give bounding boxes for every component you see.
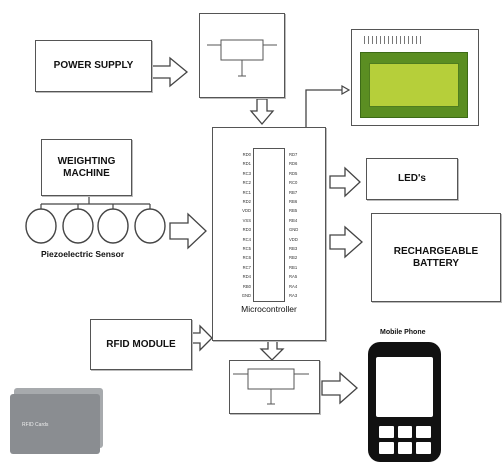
mcu-pin-label: RB6: [289, 199, 298, 204]
phone-keypad: [379, 426, 431, 454]
regulator-down-arrow: [249, 98, 275, 126]
battery-block: RECHARGEABLE BATTERY: [371, 213, 501, 302]
piezo-sensor-1: [25, 208, 57, 244]
mcu-pin-label: RD7: [289, 152, 298, 157]
mcu-pin-label: VDD: [242, 208, 251, 214]
phone-key: [397, 442, 413, 454]
rfid-module-label: RFID MODULE: [106, 338, 176, 350]
regulator-top-block: [199, 13, 285, 98]
regulator-bottom-schematic: [233, 368, 309, 405]
mcu-pin-label: RD6: [289, 161, 298, 167]
mcu-pin-label: RC3: [242, 170, 251, 176]
lcd-screen: [369, 63, 459, 107]
mcu-pin-label: RA4: [289, 283, 298, 289]
mcu-pin-label: RC6: [242, 255, 251, 261]
rfid-card-front: RFID Cards: [10, 394, 100, 454]
mobile-phone-label: Mobile Phone: [380, 329, 426, 336]
mcu-pin-label: RD1: [242, 161, 251, 167]
mcu-chip: [253, 148, 285, 302]
mcu-pin-label: RC0: [289, 180, 298, 186]
mcu-pin-label: RD3: [242, 227, 251, 233]
mcu-pin-label: RC1: [242, 189, 251, 195]
leds-label: LED's: [398, 173, 426, 185]
weighting-machine-block: WEIGHTING MACHINE: [41, 139, 132, 196]
phone-key: [416, 426, 431, 438]
piezo-arrow: [169, 212, 207, 250]
battery-label-line1: RECHARGEABLE: [393, 246, 479, 257]
mcu-pin-label: RD2: [242, 199, 251, 204]
power-supply-label: POWER SUPPLY: [53, 60, 134, 72]
mcu-pin-label: RD0: [242, 152, 251, 157]
mcu-pin-label: RB3: [289, 246, 298, 251]
mcu-pin-label: RD5: [289, 170, 298, 176]
lcd-arrow: [341, 84, 351, 96]
battery-arrow: [329, 225, 363, 259]
regulator-top-schematic: [207, 39, 277, 77]
bottom-down-arrow: [259, 340, 285, 361]
lcd-display: [351, 29, 479, 126]
mcu-pin-label: GND: [289, 227, 299, 233]
mcu-pin-label: RB7: [289, 189, 298, 195]
power-supply-block: POWER SUPPLY: [35, 40, 152, 92]
mcu-pin-label: RB4: [289, 217, 298, 223]
piezo-sensor-label: Piezoelectric Sensor: [41, 249, 125, 259]
mcu-pin-label: VDD: [289, 236, 298, 242]
regulator-bottom-block: [229, 360, 320, 414]
piezo-sensor-4: [134, 208, 166, 244]
mcu-pin-label: RD4: [242, 274, 251, 280]
mcu-pin-label: RC4: [242, 236, 251, 242]
mobile-phone: [368, 342, 441, 462]
piezo-sensor-2: [62, 208, 94, 244]
rfid-cards-label: RFID Cards: [22, 422, 49, 428]
mcu-pin-label: RA5: [289, 274, 298, 280]
mcu-pin-label: VSS: [242, 217, 251, 223]
piezo-sensor-3: [97, 208, 129, 244]
mcu-pin-label: RB1: [289, 264, 298, 270]
mcu-pin-label: RC7: [242, 264, 251, 270]
phone-key: [397, 426, 413, 438]
mcu-pin-label: RB0: [242, 283, 251, 289]
weighting-label-line1: WEIGHTING: [57, 156, 116, 167]
rfid-arrow: [191, 324, 213, 352]
phone-key: [379, 442, 394, 454]
rfid-cards-stack: RFID Cards: [10, 388, 105, 454]
weighting-label-line2: MACHINE: [63, 167, 110, 179]
phone-key: [416, 442, 431, 454]
mcu-pin-label: RC2: [242, 180, 251, 186]
mcu-pin-label: RB5: [289, 208, 298, 214]
rfid-module-block: RFID MODULE: [90, 319, 192, 370]
mcu-pin-label: GND: [241, 293, 251, 298]
mcu-pin-label: RB2: [289, 255, 298, 261]
phone-screen: [376, 357, 433, 417]
power-arrow: [151, 56, 189, 88]
mcu-pin-label: RC5: [242, 246, 251, 251]
battery-label-line2: BATTERY: [412, 257, 460, 269]
led-arrow: [329, 166, 361, 198]
lcd-pin-header: [364, 36, 424, 44]
phone-arrow: [321, 371, 358, 405]
lcd-connector-line: [305, 89, 343, 128]
phone-key: [379, 426, 394, 438]
microcontroller-label: Microcontroller: [241, 304, 297, 314]
lcd-bezel: [360, 52, 468, 118]
leds-block: LED's: [366, 158, 458, 200]
mcu-pin-label: RA3: [289, 293, 298, 298]
